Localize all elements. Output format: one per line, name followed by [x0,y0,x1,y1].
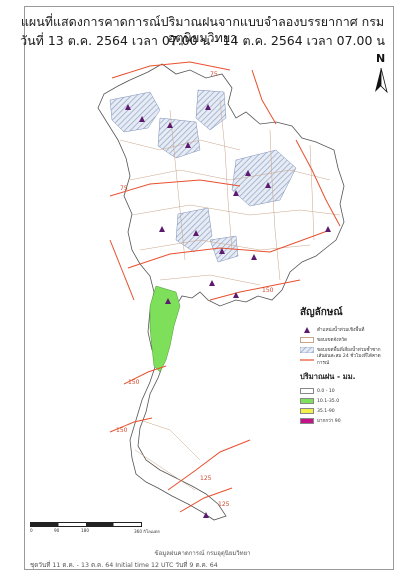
flood-risk-area [231,149,297,207]
isohyet-line-icon [300,359,314,361]
rain-class-label: มากกว่า 90 [317,418,341,424]
isohyet-label: 125 [200,475,212,482]
flood-marker [245,170,251,176]
rain-class-label: 10.1-35.0 [317,398,340,404]
scale-tick: 360 กิโลเมตร [134,529,160,534]
flood-marker [265,182,271,188]
map-frame [24,6,394,570]
scale-bar: 0 90 180 360 กิโลเมตร [30,518,160,540]
north-arrow: N [372,52,392,98]
flood-markers [125,104,331,518]
flood-marker [233,190,239,196]
data-source: ข้อมูลฝนคาดการณ์ กรมอุตุนิยมวิทยา [154,550,251,557]
map-title-line1: แผนที่แสดงการคาดการณ์ปริมาณฝนจากแบบจำลอง… [20,14,385,45]
legend-label: ขอบเขตพื้นที่เสี่ยงน้ำท่วมซ้ำซาก [317,347,381,353]
flood-marker [165,298,171,304]
legend: สัญลักษณ์ ตำแหน่งน้ำท่วมเชิงพื้นที่ ขอบเ… [300,305,392,426]
flood-marker [219,248,225,254]
rain-legend-title: ปริมาณฝน - มม. [300,372,356,381]
hatch-icon [300,347,314,353]
rain-swatch [300,398,314,404]
rain-class: 0.0 - 10 [300,386,392,396]
north-arrow-icon [375,67,388,94]
flood-marker [125,104,131,110]
flood-marker [233,292,239,298]
north-label: N [376,52,386,65]
flood-risk-area [209,235,239,263]
scale-tick: 90 [54,528,60,533]
flood-marker [159,226,165,232]
rain-class: 10.1-35.0 [300,396,392,406]
legend-item: ขอบเขตจังหวัด [300,335,392,345]
legend-item: ตำแหน่งน้ำท่วมเชิงพื้นที่ [300,325,392,335]
rain-swatch [300,388,314,394]
isohyet-label: 125 [218,501,230,508]
isohyet-label: 150 [262,287,274,294]
flood-marker [139,116,145,122]
legend-item: เส้นฝนสะสม 24 ชั่วโมงที่ได้คาดการณ์ [300,354,392,366]
isohyet-label: 150 [128,379,140,386]
flood-marker [251,254,257,260]
province-borders [119,99,341,491]
province-box-icon [300,337,314,343]
flood-marker [325,226,331,232]
rain-class-label: 0.0 - 10 [317,388,335,394]
legend-label: เส้นฝนสะสม 24 ชั่วโมงที่ได้คาดการณ์ [317,354,381,366]
rain-class: มากกว่า 90 [300,416,392,426]
scale-tick: 180 [81,528,89,533]
rain-swatch [300,418,314,424]
legend-label: ตำแหน่งน้ำท่วมเชิงพื้นที่ [317,327,365,333]
flood-marker [205,104,211,110]
rain-area-green [149,285,181,373]
flood-risk-area [175,207,213,253]
isohyet-lines [109,61,341,513]
isohyet-label: 75 [120,185,128,192]
scale-bar-graphic [30,522,142,527]
flood-marker [167,122,173,128]
isohyet-label: 75 [210,71,218,78]
flood-marker [193,230,199,236]
legend-label: ขอบเขตจังหวัด [317,337,348,343]
isohyet-label: 150 [116,427,128,434]
rain-class-label: 35.1-90 [317,408,335,414]
legend-item: ขอบเขตพื้นที่เสี่ยงน้ำท่วมซ้ำซาก [300,345,392,355]
run-info: ชุดวันที่ 11 ต.ค. - 13 ต.ค. 64 Initial t… [30,562,218,569]
rain-swatch [300,408,314,414]
flood-risk-area [109,91,161,133]
map-title-line2: วันที่ 13 ต.ค. 2564 เวลา 07.00 น - 14 ต.… [20,33,385,48]
triangle-icon [304,327,310,333]
land-south [129,299,227,521]
flood-marker [185,142,191,148]
flood-marker [203,512,209,518]
scale-tick: 0 [30,528,33,533]
legend-title: สัญลักษณ์ [300,307,343,318]
rain-class: 35.1-90 [300,406,392,416]
flood-marker [209,280,215,286]
